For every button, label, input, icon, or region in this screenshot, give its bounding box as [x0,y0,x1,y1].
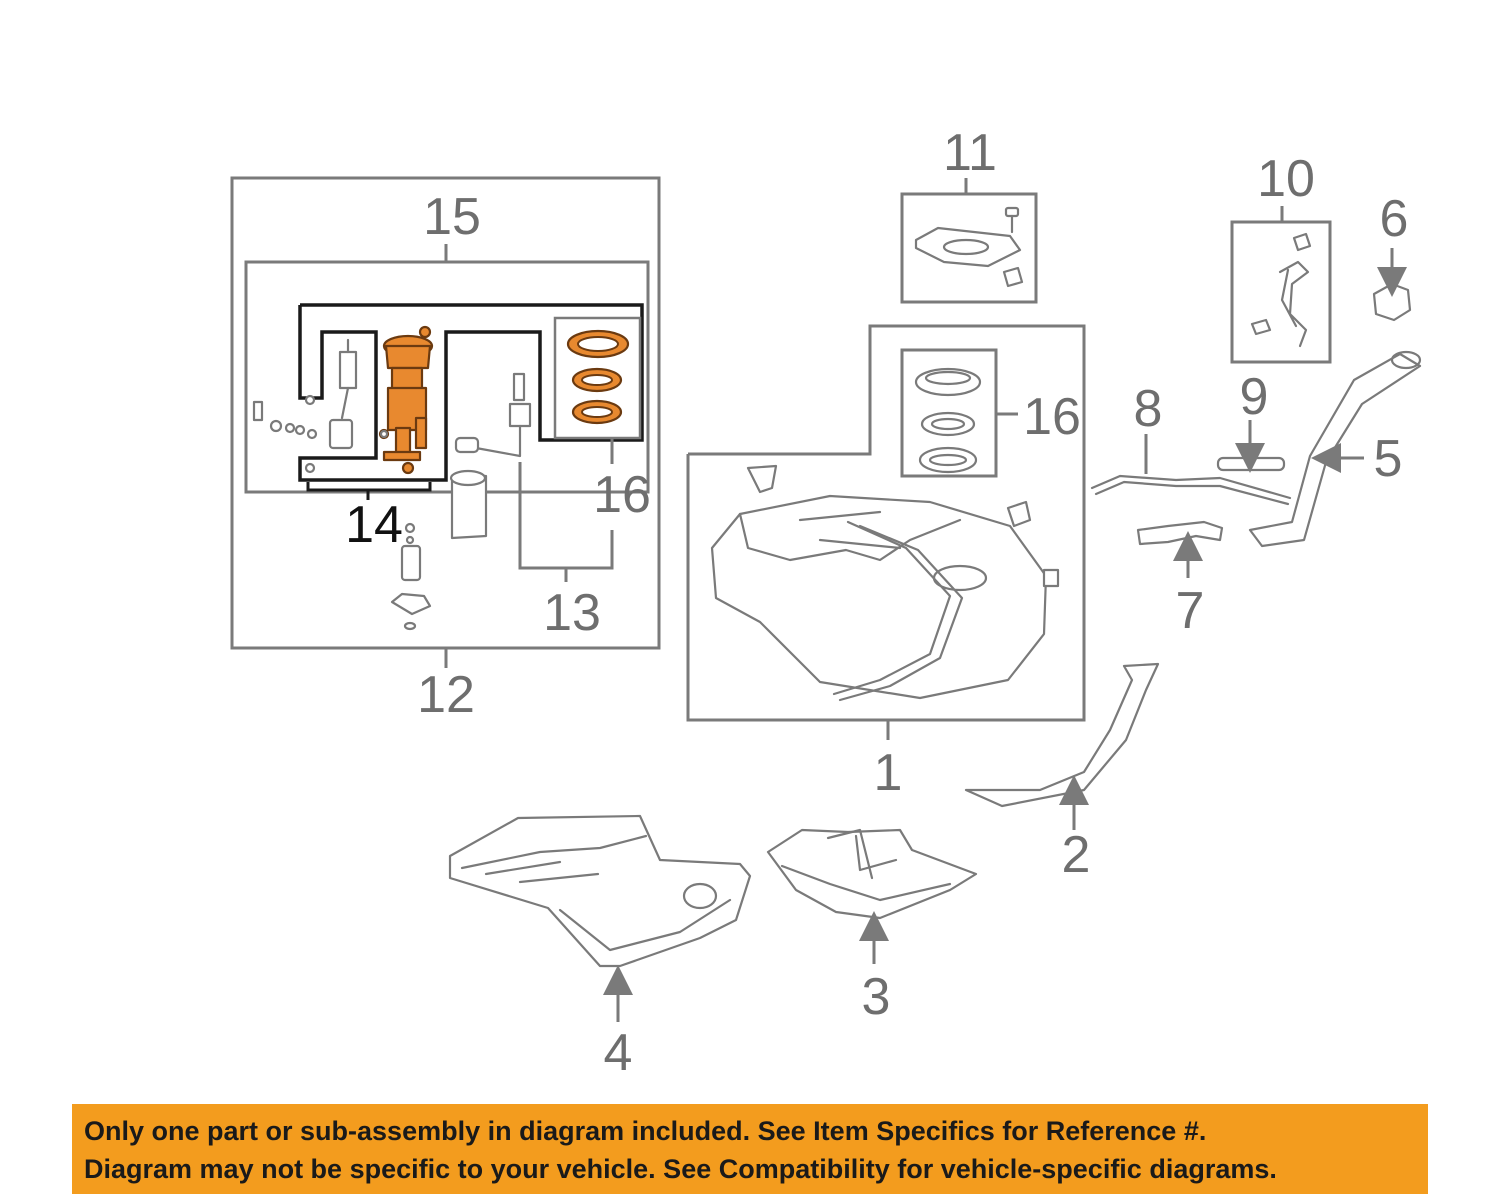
kit-box-16-right: 16 [900,348,1081,478]
callout-16-right[interactable]: 16 [1023,388,1081,446]
disclaimer-line-2: Diagram may not be specific to your vehi… [84,1154,1277,1184]
fuel-pump-module-highlight[interactable] [378,325,434,475]
disclaimer-line-1: Only one part or sub-assembly in diagram… [84,1116,1207,1146]
callout-7[interactable]: 7 [1176,582,1205,640]
heat-shield-3[interactable]: 3 [766,828,978,1026]
seal-rings-highlight[interactable] [566,329,630,425]
callout-1[interactable]: 1 [874,744,903,802]
kit-box-10: 10 [1230,150,1332,364]
callout-11[interactable]: 11 [943,124,997,182]
callout-15[interactable]: 15 [423,188,481,246]
vent-tube-8[interactable]: 8 [1090,380,1292,506]
fuel-cap-6[interactable]: 6 [1372,190,1412,322]
callout-12[interactable]: 12 [417,666,475,724]
filler-pipe-5[interactable]: 5 [1248,350,1422,548]
parts-diagram: 12 15 14 [230,124,1422,1082]
callout-8[interactable]: 8 [1134,380,1163,438]
tank-strap-2[interactable]: 2 [964,662,1160,884]
hose-7[interactable]: 7 [1136,520,1224,640]
callout-3[interactable]: 3 [862,968,891,1026]
callout-10[interactable]: 10 [1257,150,1315,208]
fuel-tank[interactable] [710,464,1060,702]
disclaimer-banner: Only one part or sub-assembly in diagram… [72,1104,1428,1194]
kit-box-12: 12 [230,176,661,724]
callout-6[interactable]: 6 [1380,190,1409,248]
callout-5[interactable]: 5 [1374,430,1403,488]
callout-9[interactable]: 9 [1240,368,1269,426]
kit-box-15: 15 [244,188,650,494]
callout-4[interactable]: 4 [604,1024,633,1082]
callout-group-13: 13 [518,462,614,642]
callout-13[interactable]: 13 [543,584,601,642]
highlight-outline-14: 14 [298,303,644,554]
tube-9[interactable]: 9 [1216,368,1286,473]
kit-box-11: 11 [900,124,1038,304]
callout-2[interactable]: 2 [1062,826,1091,884]
kit-box-1: 1 [686,324,1086,802]
callout-16-left[interactable]: 16 [593,466,651,524]
callout-14[interactable]: 14 [345,496,403,554]
under-shield-4[interactable]: 4 [448,814,752,1082]
callout-group-16-left: 16 [593,438,651,524]
sender-unit-parts [252,338,532,631]
